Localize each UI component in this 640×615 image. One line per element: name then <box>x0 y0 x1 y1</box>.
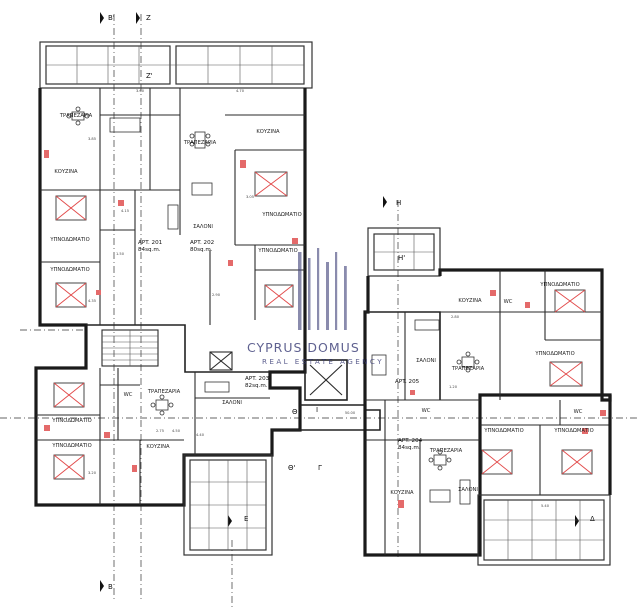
room-label-bedroom: ΥΠΝΟΔΩΜΑΤΙΟ <box>49 237 89 243</box>
apartment-area: 84sq.m. <box>398 445 421 451</box>
axis-label: I <box>316 406 318 414</box>
apartment-id: APT. 204 <box>398 438 423 444</box>
axis-label: Z' <box>146 72 153 80</box>
fixtures <box>44 150 606 508</box>
dimension: 2.90 <box>212 293 221 297</box>
dimension: 3.60 <box>136 89 145 93</box>
room-label-living: ΣΑΛΟΝΙ <box>222 400 242 406</box>
room-label-dining: ΤΡΑΠΕΖΑΡΙΑ <box>59 113 93 119</box>
watermark: CYPRUS DOMUS REAL ESTATE AGENCY <box>247 248 384 366</box>
balcony-bottom-right <box>477 494 611 566</box>
axis-label: E <box>244 515 248 523</box>
axis-label: Δ <box>590 515 595 523</box>
axis-label: H <box>396 199 401 207</box>
dimension: 4.70 <box>236 89 245 93</box>
room-label-dining: ΤΡΑΠΕΖΑΡΙΑ <box>147 389 181 395</box>
apartment-area: 80sq.m. <box>190 247 213 253</box>
balcony-bottom-left <box>183 454 273 556</box>
dimensions: 3.60 4.70 3.85 4.15 4.35 3.05 1.50 2.90 … <box>88 89 550 508</box>
watermark-tagline: REAL ESTATE AGENCY <box>262 357 384 366</box>
corridor <box>209 351 381 431</box>
dimension: 4.15 <box>121 209 129 213</box>
dimension: 1.20 <box>449 385 458 389</box>
room-label-wc: WC <box>124 392 133 398</box>
room-label-wc: WC <box>574 409 583 415</box>
room-label-kitchen: ΚΟΥΖΙΝΑ <box>390 490 414 496</box>
balcony-top <box>39 41 313 89</box>
dimension: 4.50 <box>172 429 181 433</box>
room-label-kitchen: ΚΟΥΖΙΝΑ <box>54 169 78 175</box>
room-label-living: ΣΑΛΟΝΙ <box>193 224 213 230</box>
axis-labels: B' Z Z' H H' Θ Θ' Γ E Δ B I <box>108 14 595 591</box>
staircase <box>101 329 159 367</box>
room-label-bedroom: ΥΠΝΟΔΩΜΑΤΙΟ <box>51 418 91 424</box>
dimension: 4.40 <box>196 433 205 437</box>
apartment-id: APT. 201 <box>138 240 163 246</box>
dimension: 3.85 <box>88 137 96 141</box>
room-label-wc: WC <box>504 299 513 305</box>
axis-label: H' <box>398 254 405 262</box>
axis-label: B <box>108 583 113 591</box>
sofas <box>109 117 471 505</box>
dimension: 5.40 <box>541 504 550 508</box>
room-label-bedroom: ΥΠΝΟΔΩΜΑΤΙΟ <box>51 443 91 449</box>
apartment-id: APT. 205 <box>395 379 420 385</box>
axis-label: Θ <box>292 408 298 416</box>
axis-label: B' <box>108 14 115 22</box>
apartment-area: 82sq.m. <box>245 383 268 389</box>
room-label-wc: WC <box>422 408 431 414</box>
room-label-bedroom: ΥΠΝΟΔΩΜΑΤΙΟ <box>534 351 574 357</box>
room-label-dining: ΤΡΑΠΕΖΑΡΙΑ <box>451 366 485 372</box>
beds <box>53 171 593 480</box>
dimension: 2.75 <box>156 429 164 433</box>
watermark-name: CYPRUS DOMUS <box>247 340 360 355</box>
apartment-id: APT. 202 <box>190 240 214 246</box>
apartment-area: 84sq.m. <box>138 247 161 253</box>
room-label-dining: ΤΡΑΠΕΖΑΡΙΑ <box>183 140 217 146</box>
room-label-kitchen: ΚΟΥΖΙΝΑ <box>256 129 280 135</box>
axis-markers <box>100 12 579 592</box>
room-labels: ΤΡΑΠΕΖΑΡΙΑ ΚΟΥΖΙΝΑ ΥΠΝΟΔΩΜΑΤΙΟ ΥΠΝΟΔΩΜΑΤ… <box>49 113 593 496</box>
axis-label: Γ <box>318 464 322 472</box>
dimension: 3.20 <box>88 471 97 475</box>
room-label-kitchen: ΚΟΥΖΙΝΑ <box>146 444 170 450</box>
room-label-bedroom: ΥΠΝΟΔΩΜΑΤΙΟ <box>553 428 593 434</box>
dimension: 3.05 <box>246 195 254 199</box>
axis-label: Z <box>146 14 151 22</box>
dining-tables <box>66 106 480 471</box>
room-label-bedroom: ΥΠΝΟΔΩΜΑΤΙΟ <box>539 282 579 288</box>
dimension: 50.00 <box>345 411 356 415</box>
apartment-id: APT. 203 <box>245 376 270 382</box>
room-label-bedroom: ΥΠΝΟΔΩΜΑΤΙΟ <box>483 428 523 434</box>
dimension: 4.35 <box>88 299 96 303</box>
room-label-bedroom: ΥΠΝΟΔΩΜΑΤΙΟ <box>261 212 301 218</box>
room-label-kitchen: ΚΟΥΖΙΝΑ <box>458 298 482 304</box>
room-label-bedroom: ΥΠΝΟΔΩΜΑΤΙΟ <box>257 248 297 254</box>
room-label-dining: ΤΡΑΠΕΖΑΡΙΑ <box>429 448 463 454</box>
room-label-living: ΣΑΛΟΝΙ <box>458 487 478 493</box>
room-label-bedroom: ΥΠΝΟΔΩΜΑΤΙΟ <box>49 267 89 273</box>
room-label-living: ΣΑΛΟΝΙ <box>416 358 436 364</box>
axis-label: Θ' <box>288 464 296 472</box>
dimension: 2.80 <box>451 315 460 319</box>
apartment-labels: APT. 201 84sq.m. APT. 202 80sq.m. APT. 2… <box>138 240 423 451</box>
dimension: 1.50 <box>116 252 125 256</box>
